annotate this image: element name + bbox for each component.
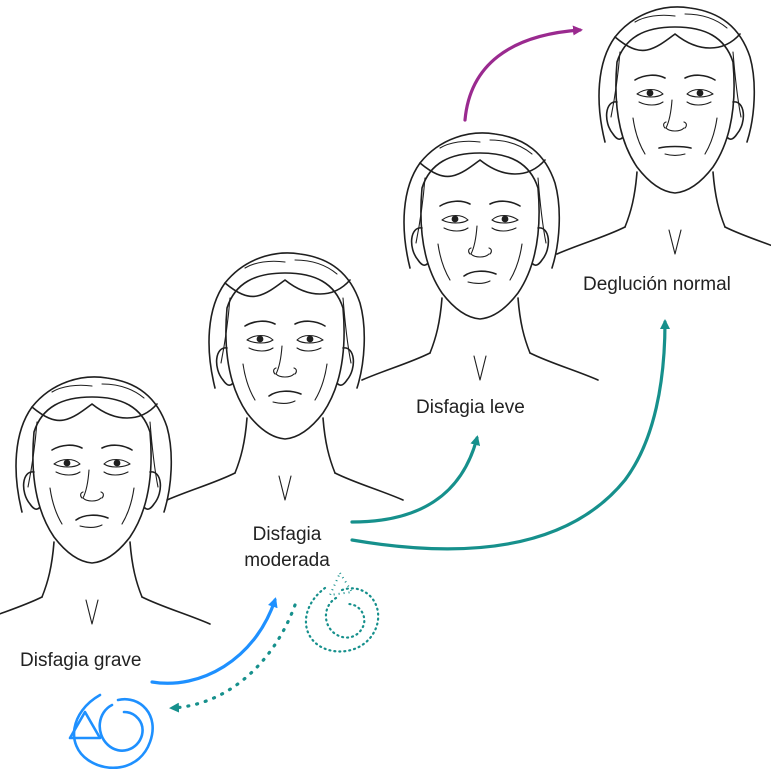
label-mild: Disfagia leve [416,395,525,421]
label-moderate: Disfagia moderada [232,522,342,573]
loop-icon-severe [70,695,153,768]
label-moderate-line2: moderada [232,548,342,574]
face-moderate [167,253,403,500]
label-severe: Disfagia grave [20,648,141,674]
arrow-moderate-to-normal [352,322,665,549]
loop-icon-moderate-dotted [306,573,378,652]
face-mild [362,133,598,380]
arrow-moderate-to-severe-dotted [172,605,295,708]
face-normal [557,7,771,254]
label-normal: Deglución normal [583,272,731,298]
arrow-moderate-to-mild [352,438,477,522]
face-severe [0,377,210,624]
arrow-severe-to-moderate [152,600,275,683]
arrow-mild-to-normal [465,30,580,120]
label-moderate-line1: Disfagia [232,522,342,548]
